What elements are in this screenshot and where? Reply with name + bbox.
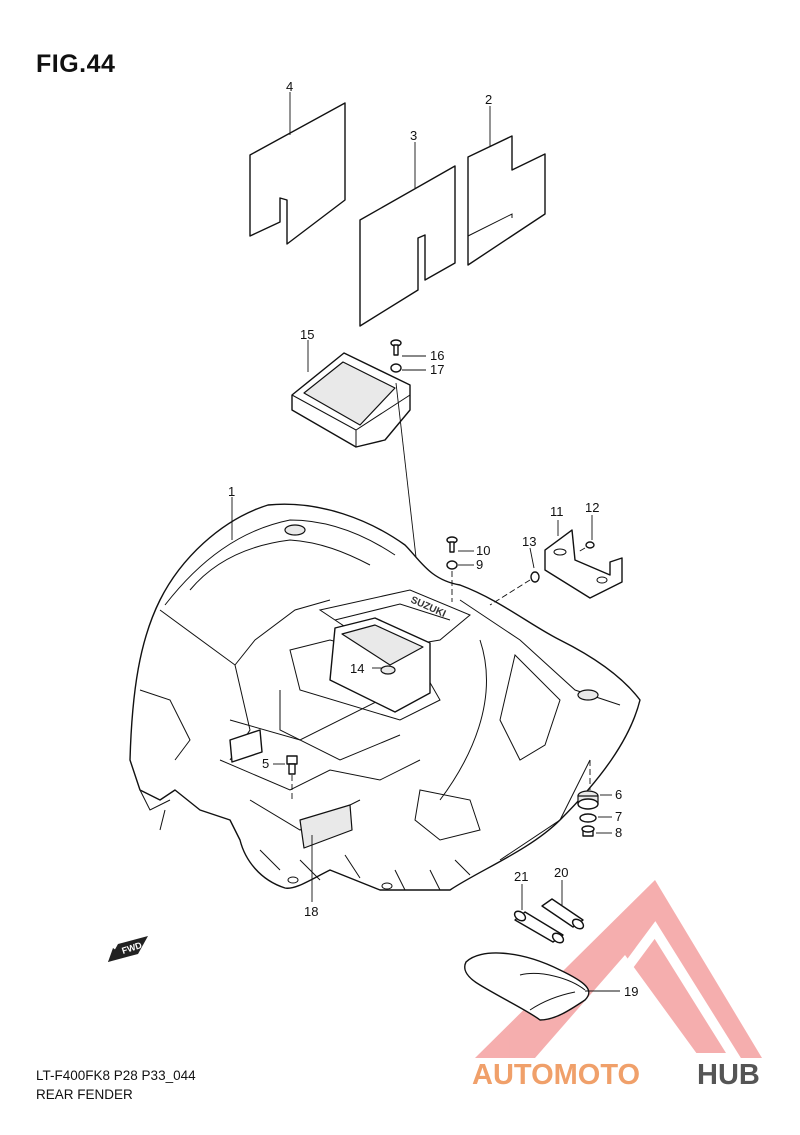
callout-1: 1 (228, 484, 235, 499)
part-6-damper (577, 760, 612, 810)
part-callouts: 4 2 3 15 16 17 1 11 12 13 10 9 14 5 6 7 … (228, 79, 638, 999)
part-8-bolt (581, 825, 612, 837)
part-12-screw (577, 515, 595, 553)
part-11-bracket (544, 520, 623, 599)
model-code: LT-F400FK8 P28 P33_044 (36, 1068, 196, 1083)
figure-title: FIG.44 (36, 50, 116, 78)
callout-17: 17 (430, 362, 444, 377)
callout-4: 4 (286, 79, 293, 94)
callout-6: 6 (615, 787, 622, 802)
part-16-screw (390, 339, 426, 357)
callout-21: 21 (514, 869, 528, 884)
part-1-rear-fender: SUZUKI (129, 497, 641, 891)
part-9-clip (446, 560, 474, 602)
callout-10: 10 (476, 543, 490, 558)
part-20-roller (541, 880, 585, 930)
part-5-bolt (273, 755, 298, 800)
callout-7: 7 (615, 809, 622, 824)
callout-9: 9 (476, 557, 483, 572)
part-17-grommet (390, 363, 426, 373)
part-19-flap (464, 952, 620, 1021)
callout-2: 2 (485, 92, 492, 107)
watermark-text-part1: AUTOMOTO (472, 1059, 640, 1091)
callout-11: 11 (550, 504, 564, 519)
fwd-arrow: FWD (108, 936, 148, 962)
callout-5: 5 (262, 756, 269, 771)
callout-16: 16 (430, 348, 444, 363)
part-4-plate (249, 92, 346, 245)
callout-3: 3 (410, 128, 417, 143)
callout-12: 12 (585, 500, 599, 515)
watermark-text-part2: HUB (697, 1059, 760, 1091)
part-15-tray (291, 340, 429, 663)
callout-8: 8 (615, 825, 622, 840)
part-13-nut (489, 547, 540, 606)
part-7-collar (579, 813, 612, 823)
part-2-plate (467, 106, 546, 266)
callout-19: 19 (624, 984, 638, 999)
section-name: REAR FENDER (36, 1087, 133, 1102)
callout-20: 20 (554, 865, 568, 880)
callout-14: 14 (350, 661, 364, 676)
part-3-plate (359, 142, 456, 327)
part-21-roller (513, 884, 565, 944)
callout-15: 15 (300, 327, 314, 342)
watermark-text: AUTOMOTO HUB (472, 1059, 760, 1091)
part-10-screw (446, 536, 474, 553)
callout-18: 18 (304, 904, 318, 919)
callout-13: 13 (522, 534, 536, 549)
